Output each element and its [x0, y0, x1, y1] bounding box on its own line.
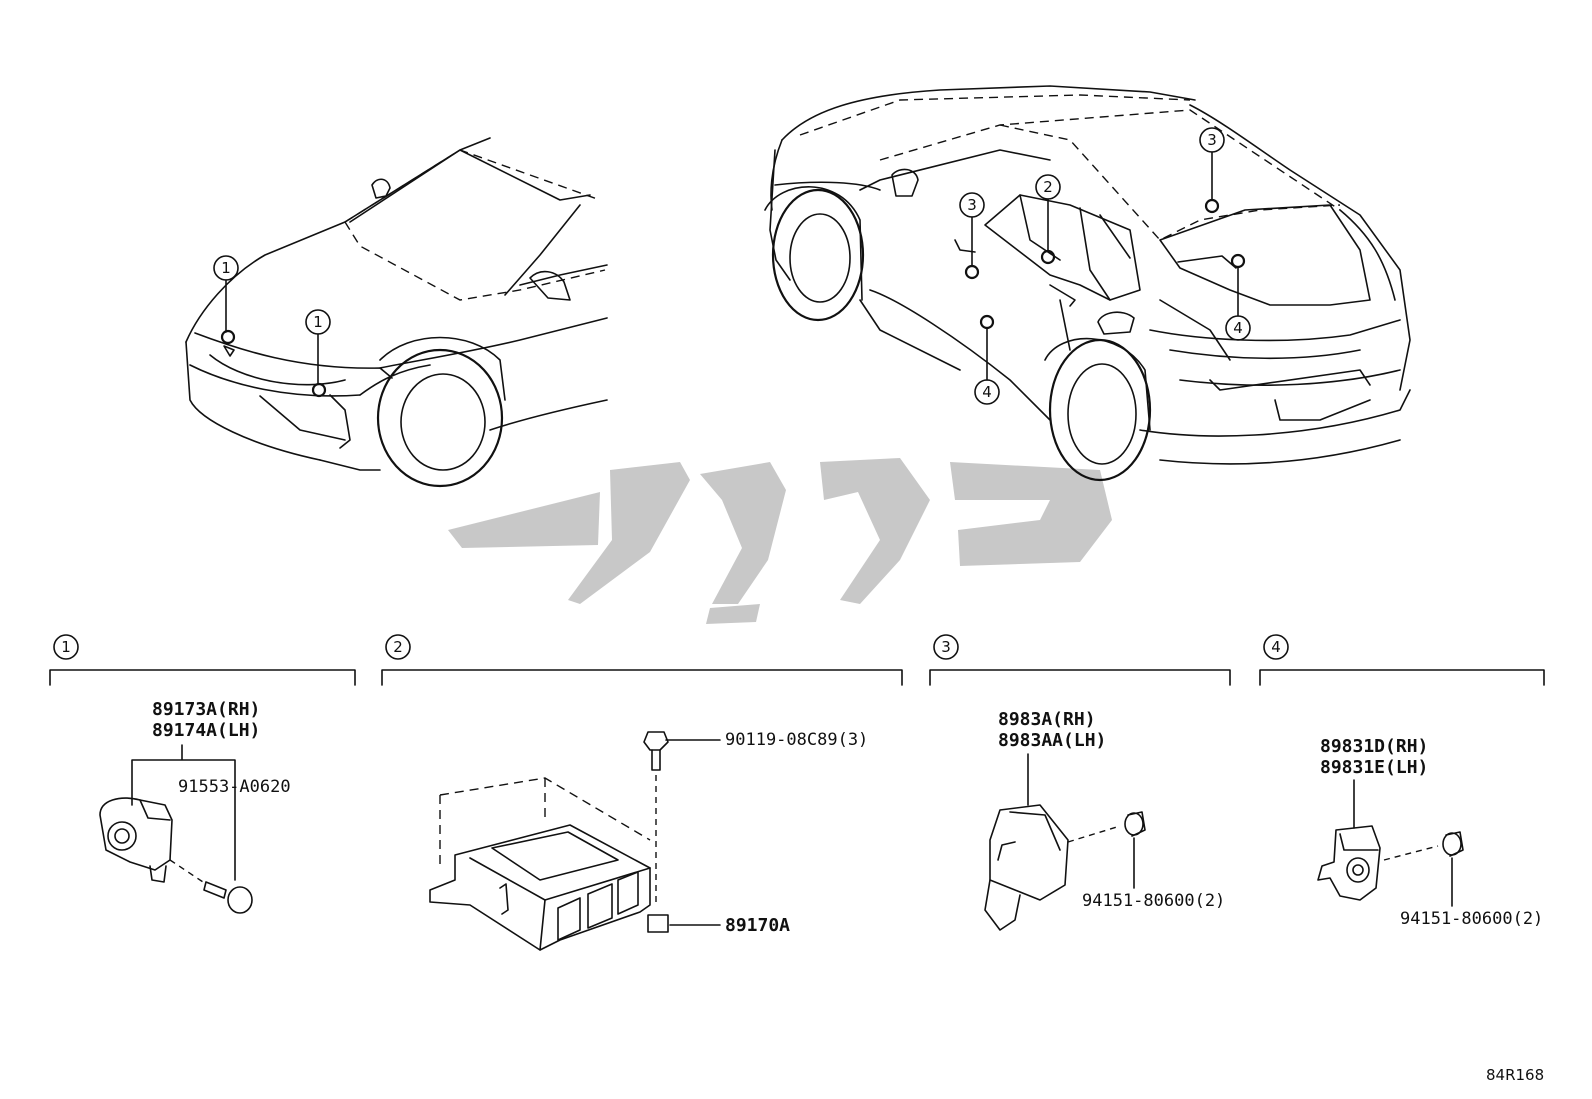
section-4-bracket — [1259, 669, 1545, 686]
airbag-ecu-drawing — [429, 824, 669, 951]
section-2-bracket — [381, 669, 903, 686]
section-3-parts: 8983A(RH) 8983AA(LH) 94151-80600(2) — [984, 709, 1225, 931]
part-label-90119-08C89: 90119-08C89(3) — [725, 730, 868, 750]
part-label-89173A: 89173A(RH) — [152, 699, 260, 720]
front-car-view — [185, 137, 608, 488]
part-label-94151-80600-a: 94151-80600(2) — [1082, 891, 1225, 911]
section-2-circle — [385, 634, 411, 660]
section-1-circle — [53, 634, 79, 660]
callout-number-1a: 1 — [221, 259, 231, 277]
bolt-91553-drawing — [169, 859, 253, 914]
front-impact-sensor-drawing — [99, 797, 173, 883]
sensor-point-door-3 — [964, 264, 980, 280]
section-2-number: 2 — [393, 638, 403, 656]
callout-number-2: 2 — [1043, 178, 1053, 196]
part-label-89831D: 89831D(RH) — [1320, 736, 1428, 757]
section-1-number: 1 — [61, 638, 71, 656]
section-2-parts: 90119-08C89(3) 89170A — [429, 730, 868, 951]
sensor-point-rear-3 — [1204, 198, 1220, 214]
side-sensor-3-drawing — [984, 804, 1121, 931]
section-headers: 1 2 3 4 — [49, 634, 1545, 686]
callout-number-4a: 4 — [982, 383, 992, 401]
diagram-code: 84R168 — [1486, 1066, 1544, 1084]
section-3-number: 3 — [941, 638, 951, 656]
callout-circle-4a — [974, 379, 1000, 405]
section-1-parts: 89173A(RH) 89174A(LH) 91553-A0620 — [99, 699, 291, 914]
callout-number-1b: 1 — [313, 313, 323, 331]
callout-circle-4b — [1225, 315, 1251, 341]
bolt-90119-drawing — [643, 731, 669, 905]
clip-94151-3-drawing — [1124, 811, 1146, 837]
callout-group-rear: 3 2 4 3 4 — [959, 127, 1251, 405]
callout-number-4b: 4 — [1233, 319, 1243, 337]
sensor-point-front-right — [311, 382, 327, 398]
part-label-94151-80600-b: 94151-80600(2) — [1400, 909, 1543, 929]
sensor-point-rear-4 — [1230, 253, 1246, 269]
part-label-89174A: 89174A(LH) — [152, 720, 260, 741]
section-4-circle — [1263, 634, 1289, 660]
sensor-point-pillar-4 — [979, 314, 995, 330]
sensor-point-center-2 — [1040, 249, 1056, 265]
part-label-91553-A0620: 91553-A0620 — [178, 777, 291, 797]
part-label-89831E: 89831E(LH) — [1320, 757, 1428, 778]
section-3-bracket — [929, 669, 1231, 686]
section-1-bracket — [49, 669, 356, 686]
side-sensor-4-drawing — [1317, 825, 1439, 901]
callout-group-front: 1 1 — [213, 255, 331, 398]
sensor-point-front-left — [220, 329, 236, 345]
part-label-8983A: 8983A(RH) — [998, 709, 1096, 730]
watermark-logo — [448, 458, 1112, 624]
section-4-number: 4 — [1271, 638, 1281, 656]
callout-number-3a: 3 — [967, 196, 977, 214]
part-label-8983AA: 8983AA(LH) — [998, 730, 1106, 751]
callout-number-3b: 3 — [1207, 131, 1217, 149]
section-4-parts: 89831D(RH) 89831E(LH) 94151-80600(2) — [1317, 736, 1543, 929]
rear-car-view — [764, 85, 1411, 482]
clip-94151-4-drawing — [1442, 831, 1464, 857]
section-3-circle — [933, 634, 959, 660]
part-label-89170A: 89170A — [725, 915, 790, 936]
